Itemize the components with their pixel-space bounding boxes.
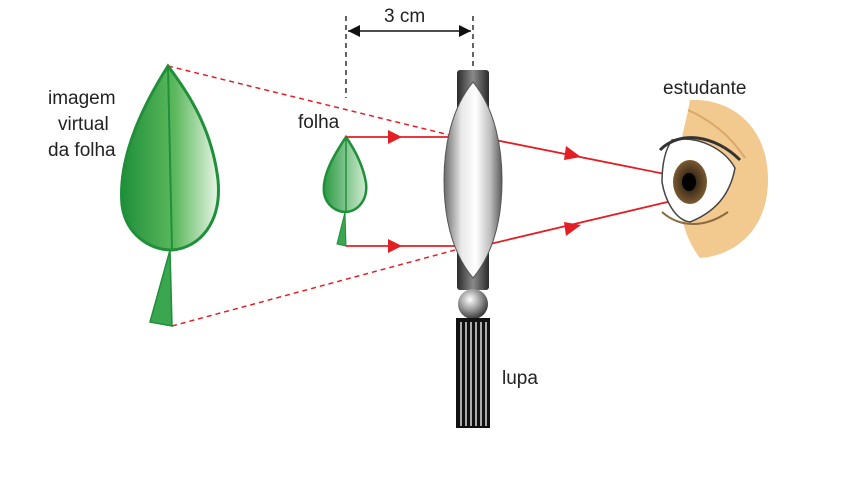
leaf-label: folha	[298, 112, 340, 133]
virtual-image-label-1: imagem	[48, 88, 116, 109]
virtual-image-label-2: virtual	[58, 114, 109, 135]
distance-label: 3 cm	[384, 6, 425, 27]
student-label: estudante	[663, 78, 746, 99]
magnifier	[443, 70, 503, 428]
virtual-image-label-3: da folha	[48, 140, 116, 161]
ray-top-arrow	[388, 130, 402, 144]
ray-top-out-arrow	[564, 146, 581, 160]
virtual-ray-top	[167, 65, 471, 141]
ray-bottom-out	[489, 198, 681, 245]
ray-bottom-out-arrow	[564, 222, 581, 236]
virtual-image-leaf	[120, 63, 220, 327]
magnifier-label: lupa	[502, 368, 538, 389]
leaf	[322, 134, 368, 247]
ray-bottom-arrow	[388, 239, 402, 253]
eye-icon	[658, 99, 768, 258]
ray-top-out	[489, 138, 681, 178]
virtual-ray-bottom	[171, 245, 471, 327]
